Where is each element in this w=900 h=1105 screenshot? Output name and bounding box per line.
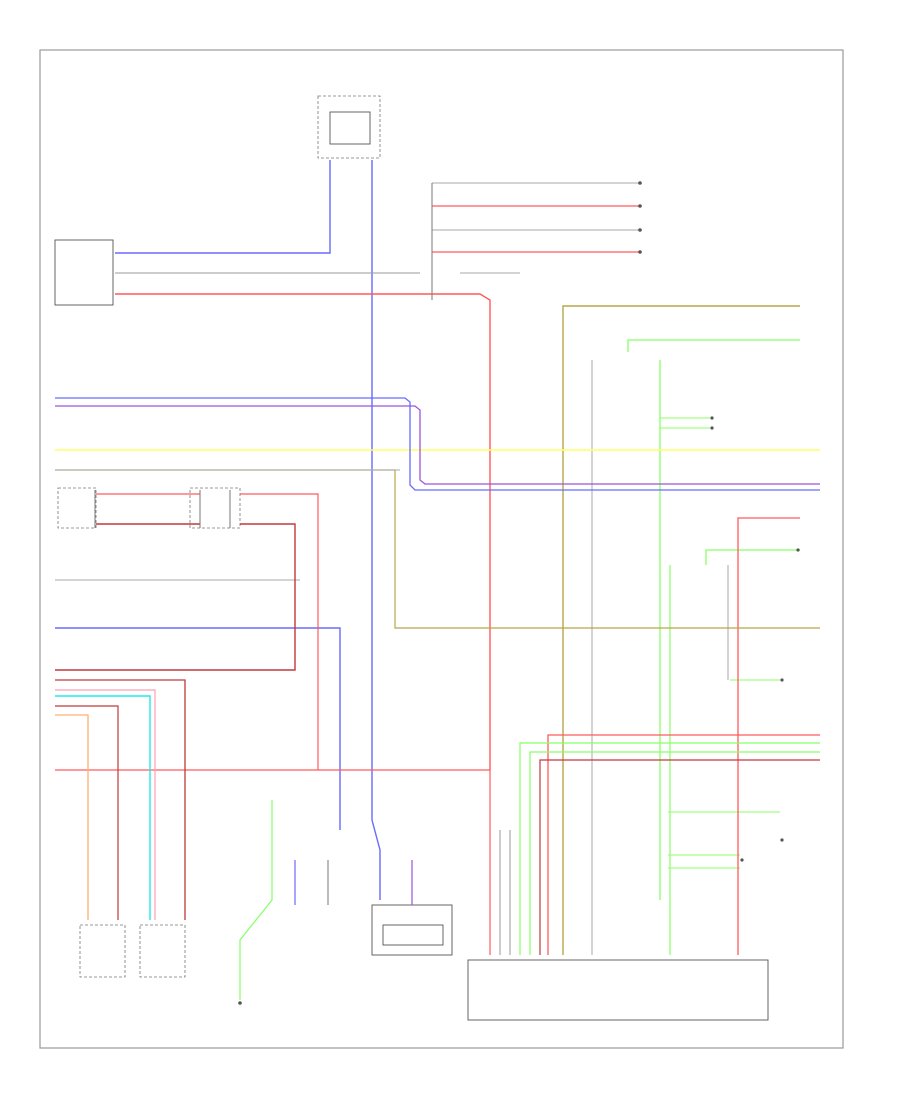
top-switch-box (317, 95, 381, 159)
bottom-pressure-sensor-box (371, 904, 453, 956)
wire-ecm-darkred (539, 759, 820, 955)
connector-dot (638, 228, 642, 232)
wire-red-horizontal (115, 293, 491, 770)
connector-dot (780, 838, 784, 842)
wire-ecm-green-2 (529, 751, 820, 955)
wire-darkred-bottom-2 (55, 705, 119, 920)
bottom-sensor-b-box (139, 924, 186, 978)
wire-blue-mid (55, 627, 341, 830)
wire-orange-bottom (55, 714, 89, 920)
connector-dot (638, 250, 642, 254)
connector-dot (638, 181, 642, 185)
connector-dot (710, 426, 714, 430)
left-sensor-box (57, 487, 97, 529)
left-control-module-box (54, 239, 114, 306)
wire-cyan-bottom (55, 695, 151, 920)
wire-darkred-loop (55, 523, 296, 671)
wire-olive-right (562, 305, 800, 955)
wire-ecm-red (547, 734, 820, 955)
wire-pink-bottom (55, 689, 156, 920)
connector-dot (780, 678, 784, 682)
bottom-pressure-sensor-inner (382, 924, 444, 946)
wire-red-right (737, 517, 800, 955)
connector-dot (638, 204, 642, 208)
connector-dot (238, 1001, 242, 1005)
wire-darkred-bottom (55, 679, 186, 920)
wire-red-sensor-right (240, 493, 319, 770)
wire-purple-long (55, 405, 820, 485)
wire-green-right-mid (705, 549, 800, 565)
wire-green-switch (239, 800, 273, 1000)
engine-control-module-box (467, 959, 769, 1021)
wire-blue-long (55, 397, 820, 491)
wire-green-top (627, 339, 800, 352)
center-sensor-box (189, 487, 241, 529)
connector-dot (740, 858, 744, 862)
diagram-frame (39, 49, 844, 1049)
top-switch-inner-box (329, 111, 371, 145)
connector-dot (710, 416, 714, 420)
connector-dot (796, 548, 800, 552)
wire-blue-vertical (371, 160, 381, 900)
wire-blue-left (115, 160, 331, 254)
wire-ecm-green (519, 742, 820, 955)
bottom-sensor-a-box (79, 924, 126, 978)
